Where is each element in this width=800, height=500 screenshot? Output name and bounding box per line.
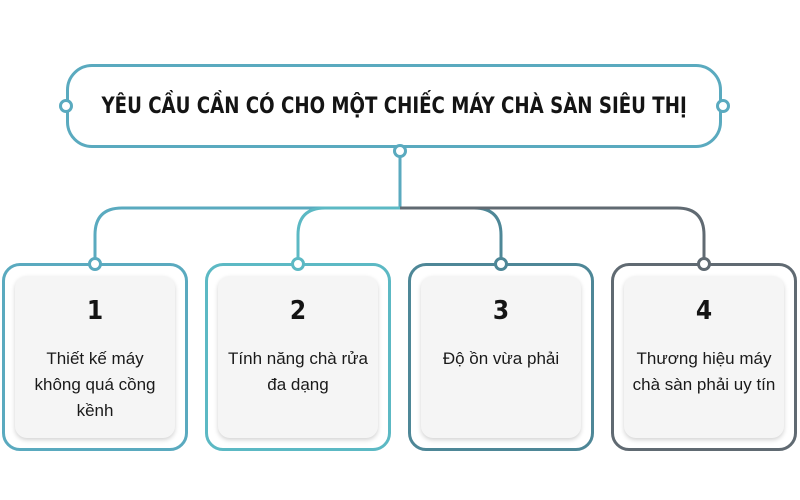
card-4-inner: 4 Thương hiệu máy chà sàn phải uy tín [624,276,784,438]
title-bottom-connector-dot [393,144,407,158]
title-box: YÊU CẦU CẦN CÓ CHO MỘT CHIẾC MÁY CHÀ SÀN… [66,64,722,148]
connector-to-card-2 [296,206,400,263]
card-3-number: 3 [492,296,510,326]
card-2-number: 2 [289,296,307,326]
requirement-card-2: 2 Tính năng chà rửa đa dạng [205,263,391,451]
diagram-title: YÊU CẦU CẦN CÓ CHO MỘT CHIẾC MÁY CHÀ SÀN… [101,93,687,119]
card-4-number: 4 [695,296,713,326]
card-3-connector-dot [494,257,508,271]
card-1-text: Thiết kế máy không quá cồng kềnh [34,349,156,420]
card-4-text: Thương hiệu máy chà sàn phải uy tín [632,349,776,394]
connector-to-card-4 [400,206,706,263]
requirement-card-1: 1 Thiết kế máy không quá cồng kềnh [2,263,188,451]
card-2-text: Tính năng chà rửa đa dạng [228,349,368,394]
connector-to-card-3 [400,206,503,263]
card-3-inner: 3 Độ ồn vừa phải [421,276,581,438]
card-2-inner: 2 Tính năng chà rửa đa dạng [218,276,378,438]
title-left-connector-dot [59,99,73,113]
card-3-text: Độ ồn vừa phải [442,349,560,368]
card-2-connector-dot [291,257,305,271]
card-4-connector-dot [697,257,711,271]
title-right-connector-dot [716,99,730,113]
requirement-card-3: 3 Độ ồn vừa phải [408,263,594,451]
requirement-card-4: 4 Thương hiệu máy chà sàn phải uy tín [611,263,797,451]
card-1-number: 1 [86,296,104,326]
card-1-connector-dot [88,257,102,271]
connector-to-card-1 [93,151,402,263]
card-1-inner: 1 Thiết kế máy không quá cồng kềnh [15,276,175,438]
